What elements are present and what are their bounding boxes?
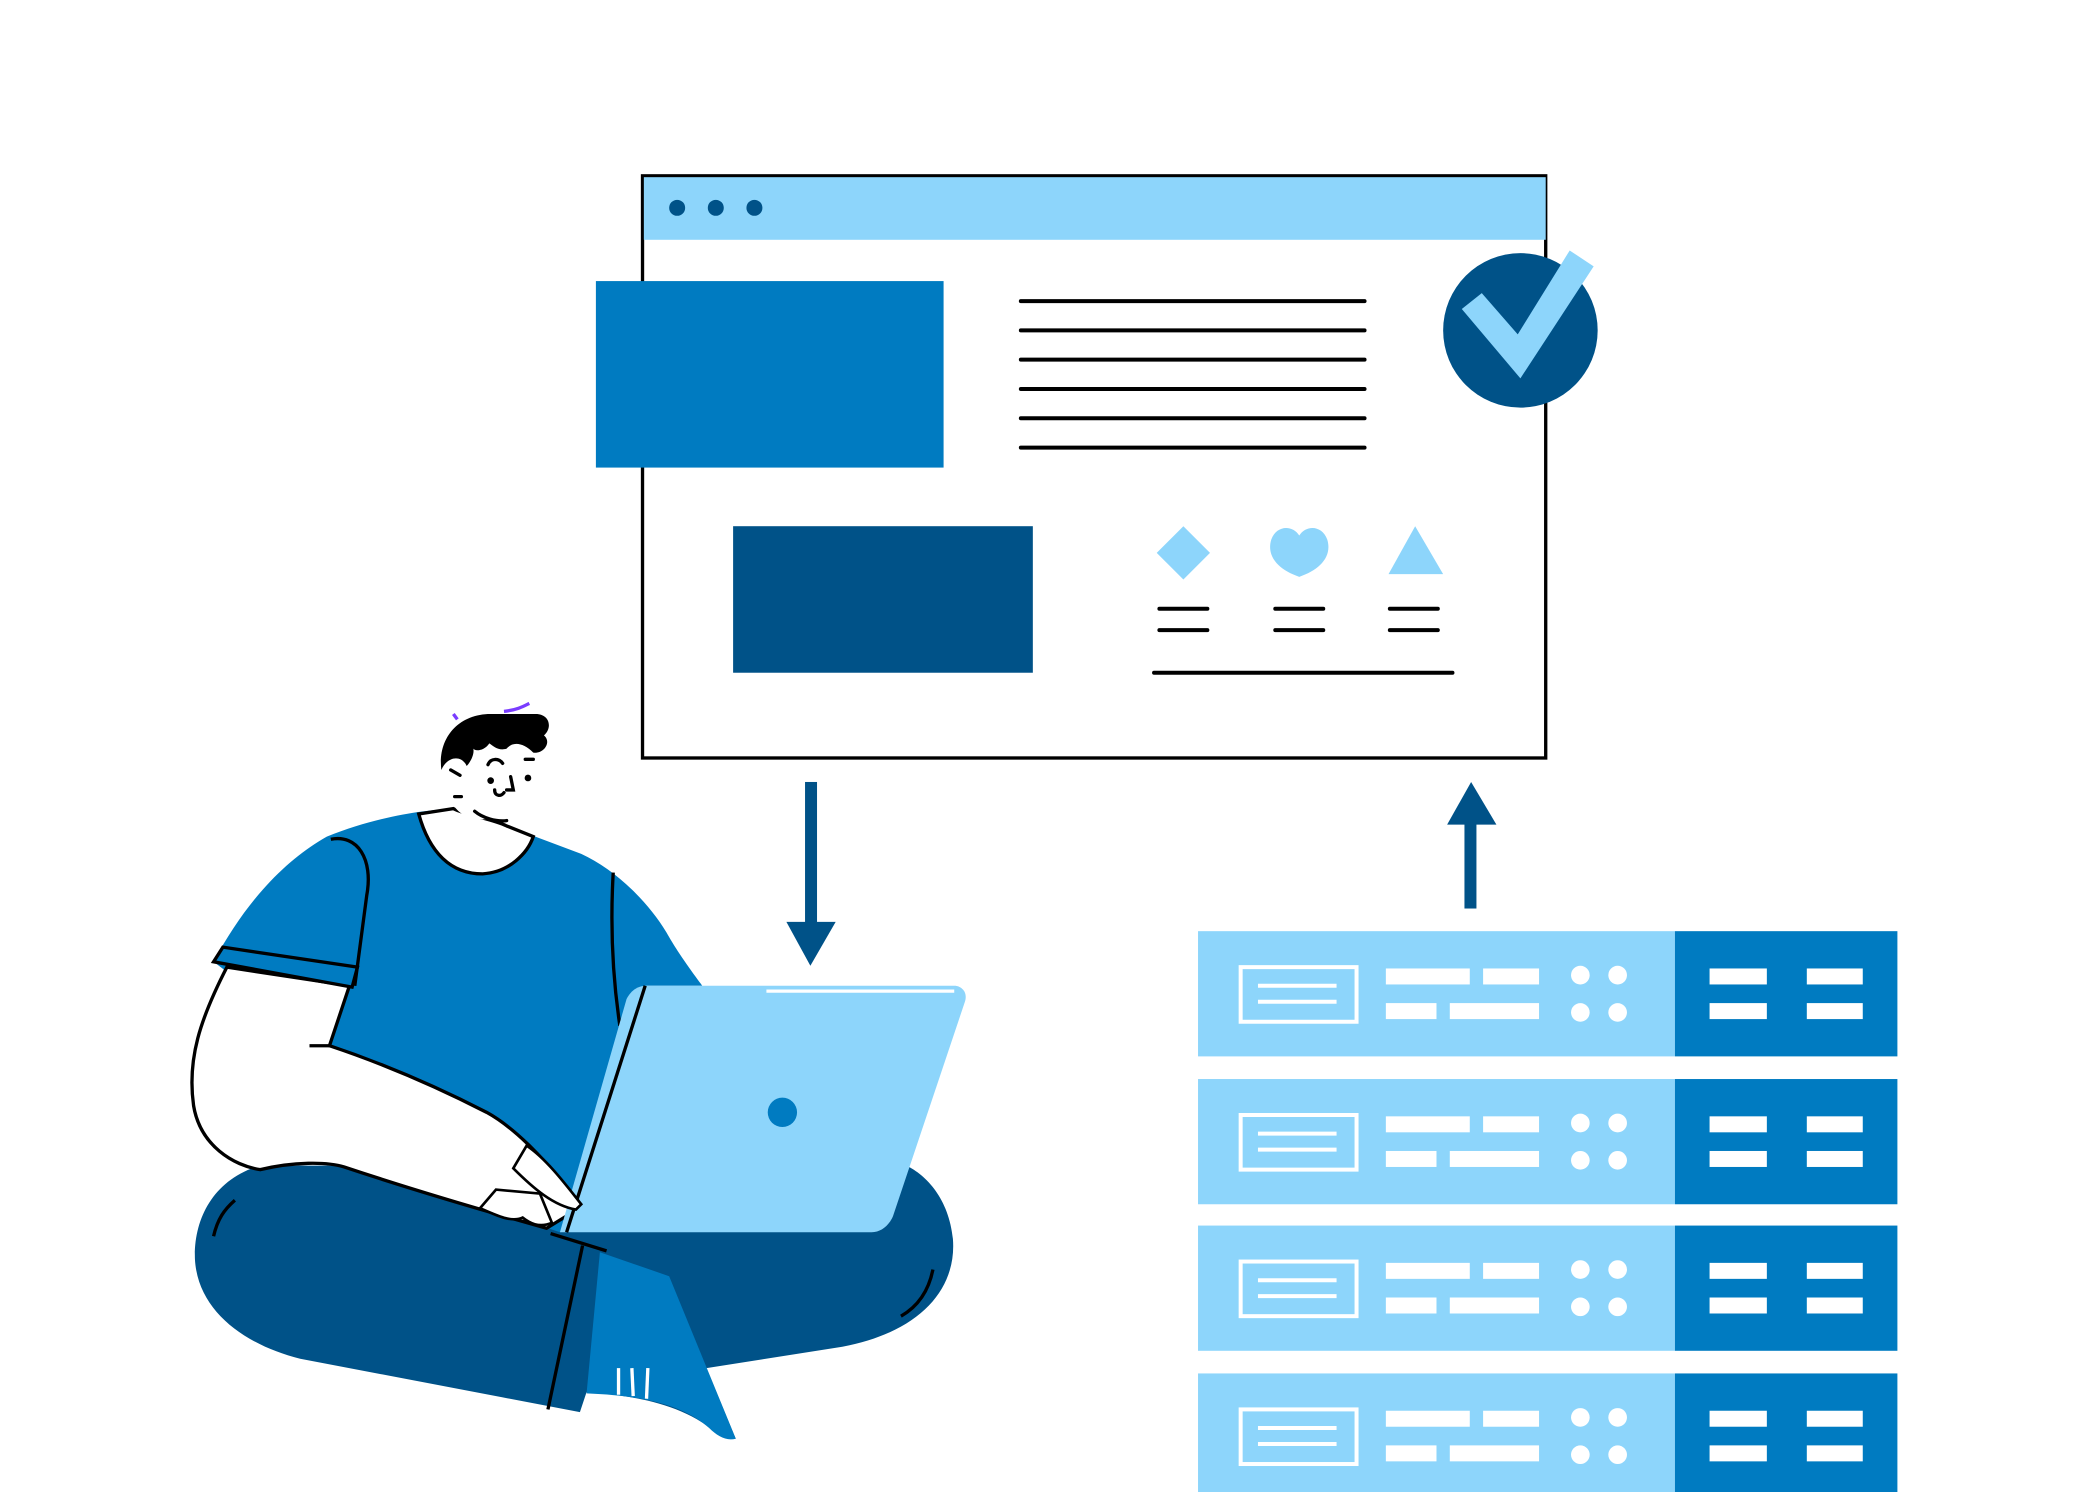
media-block: [733, 526, 1033, 673]
server-unit: [1198, 931, 1898, 1057]
window-dot-icon: [746, 199, 763, 216]
person-figure: [190, 701, 966, 1440]
text-lines: [1018, 299, 1367, 450]
heart-icon: [1270, 527, 1329, 577]
arrow-up-icon: [1447, 781, 1497, 909]
feature-captions: [1152, 606, 1455, 675]
browser-window-icon: [595, 174, 1548, 760]
arrow-down-icon: [786, 781, 836, 966]
laptop-icon: [550, 985, 966, 1253]
server-unit: [1196, 1223, 1900, 1353]
triangle-icon: [1388, 526, 1444, 575]
server-unit: [1196, 1371, 1900, 1492]
hero-image-block: [595, 281, 944, 468]
check-badge-icon: [1443, 250, 1598, 408]
window-dot-icon: [707, 199, 724, 216]
server-unit: [1196, 1077, 1900, 1207]
window-dot-icon: [669, 199, 686, 216]
server-rack-icon: [1196, 931, 1900, 1492]
